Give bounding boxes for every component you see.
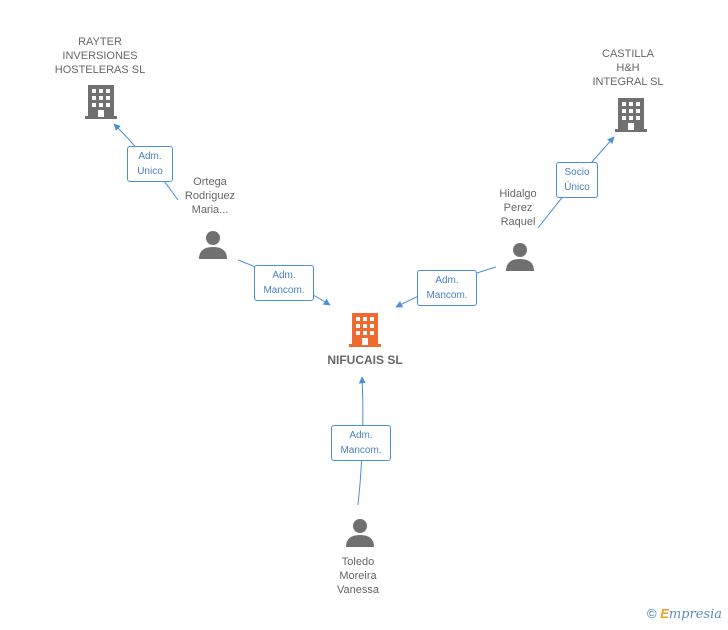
copyright-symbol: © [646,606,657,621]
node-label-hidalgo[interactable]: Hidalgo Perez Raquel [499,188,537,228]
edge-label-hidalgo-castilla: Socio Único [556,162,598,198]
brand-name: mpresia [668,607,722,622]
edge-label-hidalgo-nifucais: Adm. Mancom. [417,270,477,306]
node-label-ortega[interactable]: Ortega Rodriguez Maria... [184,176,236,216]
node-label-toledo[interactable]: Toledo Moreira Vanessa [337,556,379,596]
building-icon[interactable] [615,98,647,132]
building-icon[interactable] [85,85,117,119]
edge-label-ortega-rayter: Adm. Unico [127,146,173,182]
building-icon[interactable] [349,313,381,347]
edge-label-ortega-nifucais: Adm. Mancom. [254,265,314,301]
node-label-nifucais[interactable]: NIFUCAIS SL [327,353,403,367]
person-icon[interactable] [345,518,375,548]
brand-initial: E [660,606,669,621]
person-icon[interactable] [198,230,228,260]
node-label-castilla[interactable]: CASTILLA H&H INTEGRAL SL [592,48,664,88]
node-label-rayter[interactable]: RAYTER INVERSIONES HOSTELERAS SL [54,36,146,76]
footer-brand[interactable]: © Empresia [647,606,722,622]
edge-label-toledo-nifucais: Adm. Mancom. [331,425,391,461]
person-icon[interactable] [505,242,535,272]
